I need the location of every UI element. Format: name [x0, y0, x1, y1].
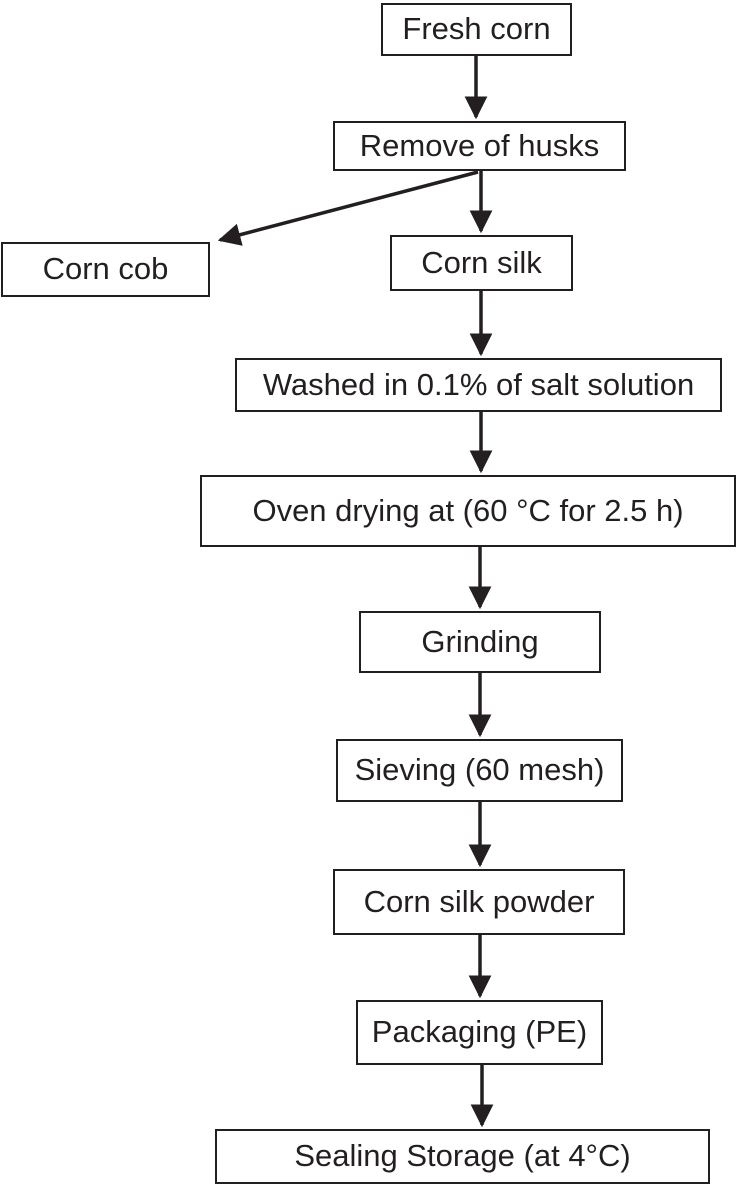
node-corn-silk-powder-label: Corn silk powder — [363, 883, 595, 919]
node-fresh-corn: Fresh corn — [381, 3, 572, 56]
node-packaging-label: Packaging (PE) — [371, 1014, 588, 1050]
node-sieving-label: Sieving (60 mesh) — [354, 752, 605, 788]
node-grinding-label: Grinding — [421, 623, 539, 659]
node-corn-cob-label: Corn cob — [42, 251, 169, 287]
node-remove-husks: Remove of husks — [333, 121, 626, 171]
node-sieving: Sieving (60 mesh) — [336, 739, 623, 802]
node-corn-silk-label: Corn silk — [421, 244, 542, 280]
node-sealing-storage: Sealing Storage (at 4°C) — [215, 1129, 710, 1184]
node-fresh-corn-label: Fresh corn — [402, 11, 551, 47]
node-corn-silk-powder: Corn silk powder — [333, 869, 625, 935]
node-packaging: Packaging (PE) — [356, 1000, 603, 1065]
edge-removehusks-corncob — [217, 170, 479, 246]
node-oven-drying-label: Oven drying at (60 °C for 2.5 h) — [252, 492, 684, 528]
node-corn-silk: Corn silk — [390, 235, 573, 291]
node-sealing-storage-label: Sealing Storage (at 4°C) — [294, 1138, 631, 1174]
node-grinding: Grinding — [359, 611, 601, 673]
node-remove-husks-label: Remove of husks — [359, 127, 600, 163]
node-oven-drying: Oven drying at (60 °C for 2.5 h) — [200, 475, 736, 547]
node-washed-salt-solution-label: Washed in 0.1% of salt solution — [262, 366, 695, 402]
node-washed-salt-solution: Washed in 0.1% of salt solution — [235, 358, 722, 412]
node-corn-cob: Corn cob — [1, 242, 210, 297]
